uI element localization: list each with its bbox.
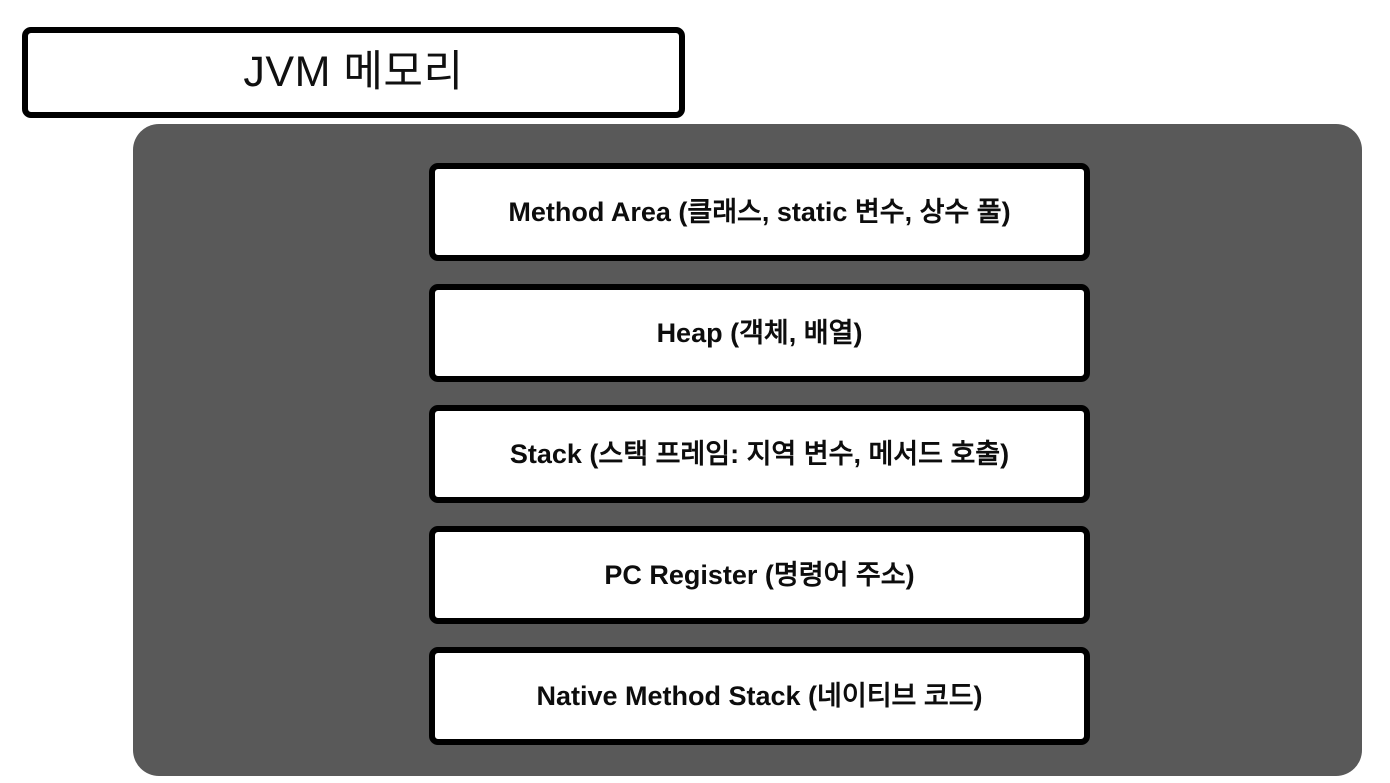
memory-region-heap: Heap (객체, 배열) — [429, 284, 1090, 382]
memory-region-label: Method Area (클래스, static 변수, 상수 풀) — [508, 196, 1011, 227]
page-title: JVM 메모리 — [243, 48, 464, 96]
memory-region-label: Stack (스택 프레임: 지역 변수, 메서드 호출) — [509, 438, 1010, 469]
memory-region-stack: Stack (스택 프레임: 지역 변수, 메서드 호출) — [429, 405, 1090, 503]
memory-region-label: Native Method Stack (네이티브 코드) — [536, 680, 983, 711]
memory-region-native-method-stack: Native Method Stack (네이티브 코드) — [429, 647, 1090, 745]
memory-region-method-area: Method Area (클래스, static 변수, 상수 풀) — [429, 163, 1090, 261]
memory-region-label: Heap (객체, 배열) — [656, 317, 863, 348]
memory-region-list: Method Area (클래스, static 변수, 상수 풀) Heap … — [429, 163, 1090, 745]
memory-region-pc-register: PC Register (명령어 주소) — [429, 526, 1090, 624]
diagram-title-box: JVM 메모리 — [22, 27, 685, 118]
memory-region-label: PC Register (명령어 주소) — [604, 559, 915, 590]
